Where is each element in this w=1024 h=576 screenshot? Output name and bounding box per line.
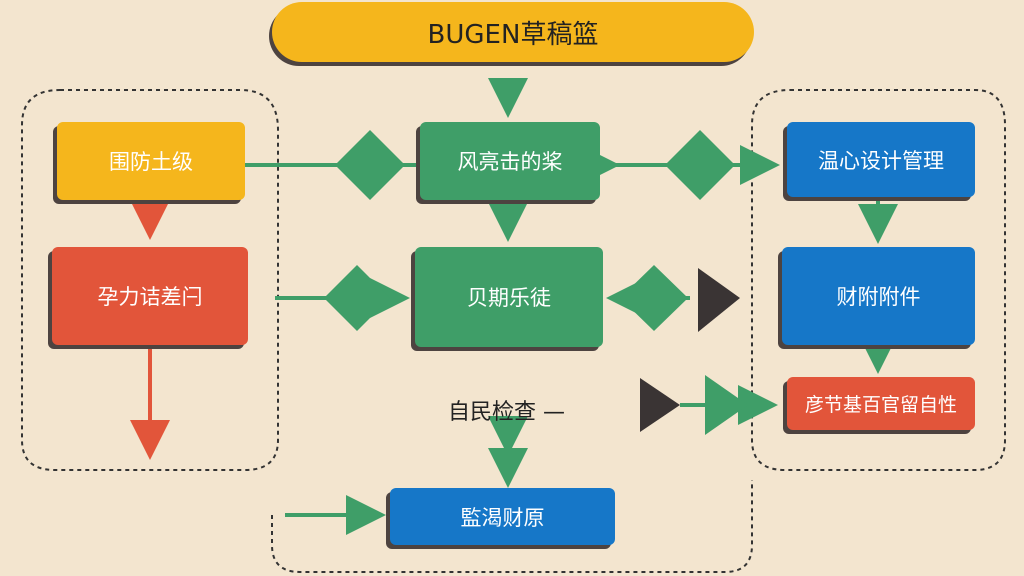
left-box-1: 围防土级 [57,122,245,200]
diagram-title: BUGEN草稿篮 [272,2,754,62]
decision-diamond-1 [335,130,405,200]
right-box-3: 彦节基百官留自性 [787,377,975,430]
center-box-1: 风亮击的桨 [420,122,600,200]
right-box-2: 财附附件 [782,247,975,345]
decision-diamond-3 [324,265,390,331]
decision-diamond-4 [620,265,688,331]
left-box-2: 孕力诘差闩 [52,247,248,345]
left-group-boundary [21,89,279,471]
bottom-group-boundary [271,480,753,573]
decision-diamond-2 [665,130,735,200]
right-box-1: 温心设计管理 [787,122,975,197]
center-bottom-box: 監渴财原 [390,488,615,545]
check-label: 自民检查 — [448,400,565,425]
dark-triangle-2 [640,378,680,432]
dark-triangle-1 [698,268,740,332]
right-group-boundary [751,89,1006,471]
green-triangle [705,375,748,435]
center-box-2: 贝期乐徒 [415,247,603,347]
